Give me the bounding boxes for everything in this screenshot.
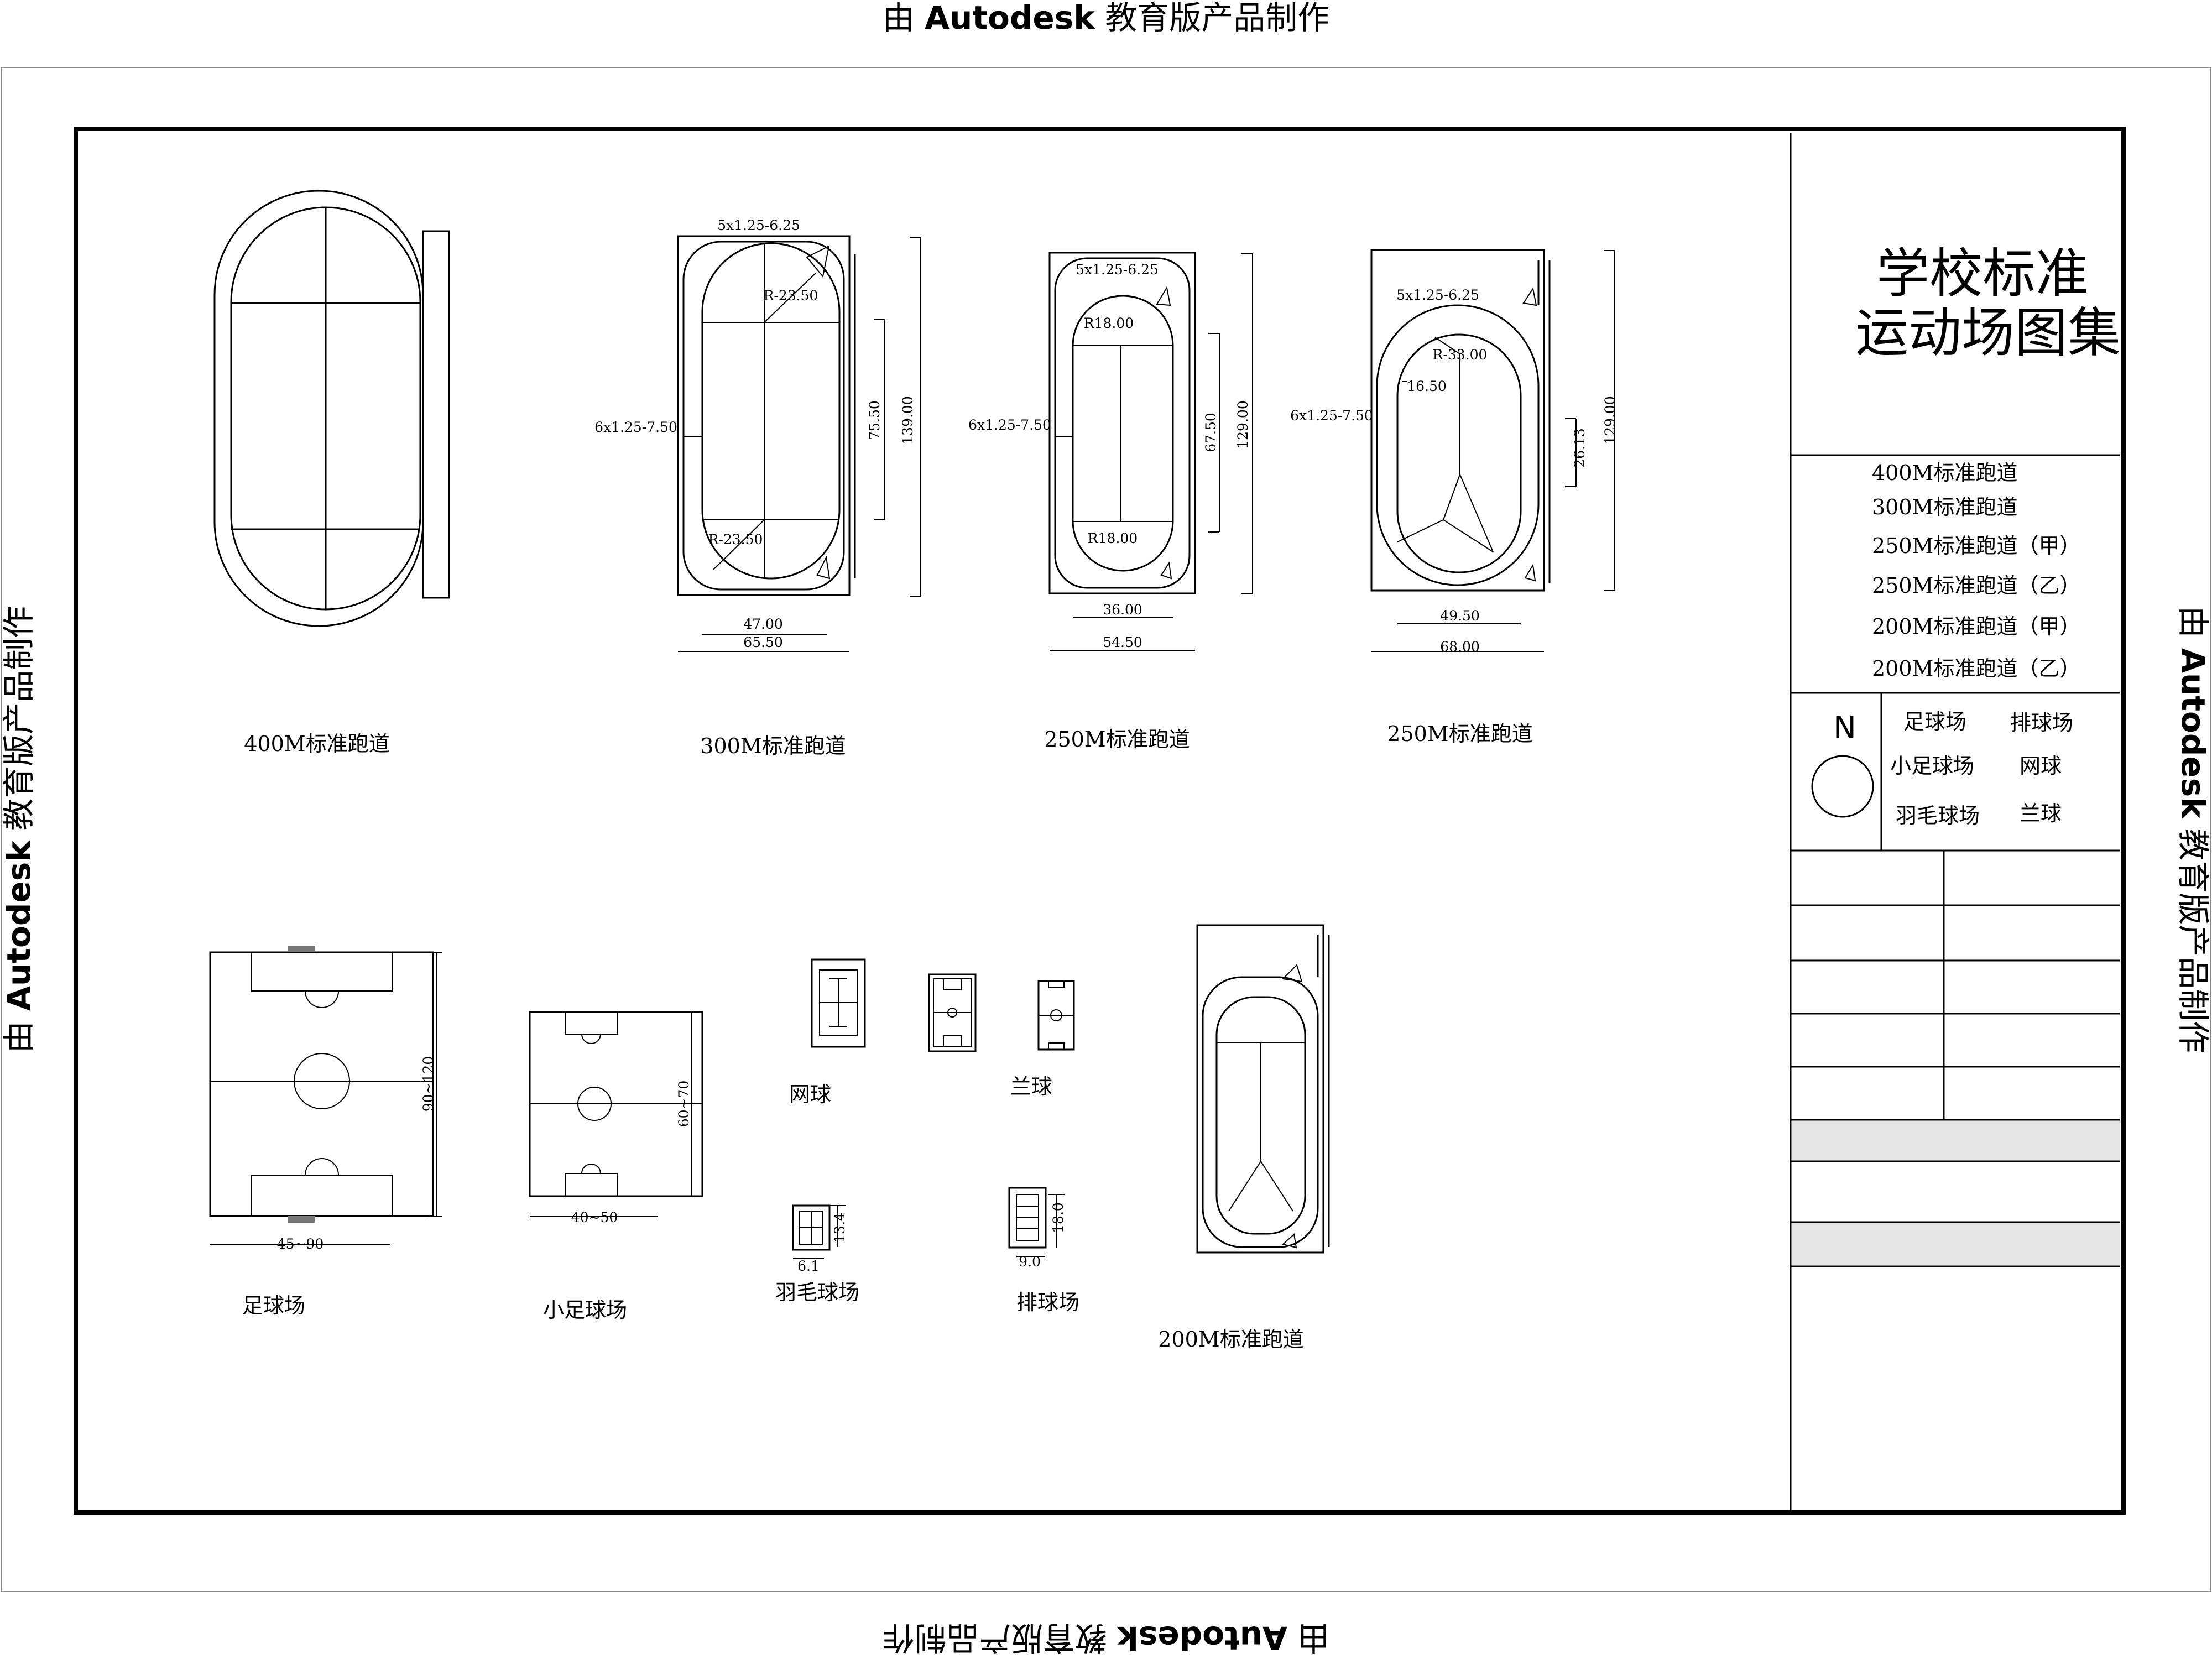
- watermark-right-prefix: 由: [2174, 606, 2212, 638]
- svg-text:由 Autodesk 教育版产品制作: 由 Autodesk 教育版产品制作: [0, 606, 38, 1053]
- track-200m: 200M标准跑道: [1158, 924, 1330, 1352]
- watermark-left: 由 Autodesk 教育版产品制作: [0, 606, 38, 1053]
- track-250m-a-dim: 6x1.25-7.50: [968, 417, 1051, 433]
- track-300m-dim: 6x1.25-7.50: [594, 419, 677, 435]
- track-250m-b-label: 250M标准跑道: [1387, 722, 1532, 746]
- watermark-bottom-suffix: 教育版产品制作: [883, 1619, 1107, 1657]
- title-block: 学校标准 运动场图集 400M标准跑道 300M标准跑道 250M标准跑道（甲）…: [1790, 133, 2121, 1511]
- track-300m-dim: 139.00: [900, 396, 916, 444]
- court-item: 小足球场: [1890, 754, 1974, 778]
- track-250m-a-dim: R18.00: [1088, 530, 1138, 546]
- football-field: 90~120 45~90 足球场: [209, 946, 442, 1318]
- svg-text:由 Autodesk 教育版产品制作: 由 Autodesk 教育版产品制作: [2174, 606, 2212, 1053]
- watermark-left-brand: Autodesk: [0, 840, 38, 1011]
- track-300m-dim: R-23.50: [708, 531, 763, 547]
- track-250m-a-dim: 36.00: [1103, 602, 1142, 618]
- court-item: 足球场: [1903, 709, 1966, 734]
- badminton-label: 羽毛球场: [775, 1280, 859, 1305]
- watermark-left-suffix: 教育版产品制作: [0, 606, 38, 831]
- watermark-top: 由 Autodesk 教育版产品制作: [883, 0, 1330, 36]
- track-300m-dim: 65.50: [743, 634, 783, 650]
- basketball-label: 兰球: [1010, 1074, 1052, 1099]
- track-300m-dim: R-23.50: [764, 288, 818, 304]
- track-300m-dim: 5x1.25-6.25: [717, 217, 800, 233]
- svg-text:由 Autodesk 教育版产品制作: 由 Autodesk 教育版产品制作: [883, 0, 1330, 36]
- track-300m-label: 300M标准跑道: [700, 734, 846, 758]
- small-football-dim-length: 60~70: [676, 1081, 692, 1128]
- index-list: 400M标准跑道 300M标准跑道 250M标准跑道（甲） 250M标准跑道（乙…: [1872, 461, 2080, 681]
- tennis-label: 网球: [789, 1082, 831, 1107]
- inner-border: [74, 127, 2126, 1515]
- index-item: 200M标准跑道（甲）: [1872, 614, 2080, 639]
- court-item: 羽毛球场: [1896, 804, 1980, 828]
- track-250m-b-dim: 68.00: [1440, 639, 1480, 655]
- track-400m-label: 400M标准跑道: [244, 732, 389, 756]
- track-250m-b-dim: 6x1.25-7.50: [1290, 408, 1373, 424]
- watermark-right: 由 Autodesk 教育版产品制作: [2174, 606, 2212, 1053]
- track-250m-a: 5x1.25-6.25 R18.00 6x1.25-7.50 R18.00 67…: [968, 252, 1253, 752]
- court-item: 兰球: [2020, 801, 2062, 826]
- track-250m-b-dim: 26.13: [1572, 428, 1588, 468]
- track-250m-a-dim: 129.00: [1235, 400, 1251, 448]
- track-250m-b-dim: R-33.00: [1433, 347, 1488, 363]
- title-line1: 学校标准: [1876, 243, 2089, 305]
- volleyball-court: 18.0 9.0 排球场: [1008, 1187, 1079, 1314]
- badminton-dim-width: 6.1: [797, 1258, 820, 1274]
- watermark-top-prefix: 由: [883, 0, 915, 36]
- index-item: 400M标准跑道: [1872, 461, 2017, 485]
- football-dim-length: 90~120: [420, 1056, 436, 1112]
- north-arrow-icon: [1811, 755, 1874, 818]
- watermark-bottom: 由 Autodesk 教育版产品制作: [883, 1619, 1330, 1657]
- court-item: 排球场: [2010, 711, 2073, 735]
- track-250m-a-dim: R18.00: [1084, 315, 1134, 331]
- track-250m-a-dim: 54.50: [1103, 634, 1142, 650]
- hatch-band: [1792, 1121, 2120, 1161]
- watermark-top-brand: Autodesk: [925, 0, 1095, 36]
- volleyball-dim-length: 18.0: [1050, 1202, 1066, 1233]
- title-line2: 运动场图集: [1855, 302, 2121, 364]
- track-250m-b-dim: 5x1.25-6.25: [1396, 287, 1479, 303]
- track-300m: 5x1.25-6.25 R-23.50 6x1.25-7.50 R-23.50 …: [594, 217, 921, 758]
- watermark-bottom-prefix: 由: [1297, 1619, 1329, 1657]
- north-label: N: [1833, 710, 1856, 746]
- small-football-label: 小足球场: [543, 1298, 627, 1322]
- badminton-dim-length: 13.4: [832, 1212, 848, 1243]
- index-item: 300M标准跑道: [1872, 495, 2017, 519]
- tennis-court: 网球: [789, 958, 866, 1107]
- svg-text:由 Autodesk 教育版产品制作: 由 Autodesk 教育版产品制作: [883, 1619, 1330, 1657]
- volleyball-dim-width: 9.0: [1019, 1254, 1041, 1270]
- track-250m-a-dim: 67.50: [1203, 413, 1219, 452]
- volleyball-label: 排球场: [1016, 1290, 1079, 1314]
- track-250m-b-dim: 49.50: [1440, 608, 1480, 624]
- track-250m-b-dim: 129.00: [1602, 396, 1618, 444]
- basketball-court: 兰球: [928, 973, 1052, 1099]
- watermark-right-suffix: 教育版产品制作: [2174, 828, 2212, 1053]
- track-400m: 400M标准跑道: [213, 190, 450, 756]
- track-250m-b-dim: 16.50: [1407, 378, 1447, 394]
- badminton-court: 13.4 6.1 羽毛球场: [775, 1204, 859, 1305]
- index-item: 250M标准跑道（甲）: [1872, 534, 2080, 558]
- track-250m-b: 5x1.25-6.25 R-33.00 16.50 6x1.25-7.50 26…: [1290, 249, 1618, 746]
- track-250m-a-label: 250M标准跑道: [1044, 727, 1190, 752]
- index-item: 200M标准跑道（乙）: [1872, 656, 2080, 681]
- court-item: 网球: [2020, 754, 2062, 778]
- track-300m-dim: 75.50: [867, 400, 883, 440]
- outer-frame: [1, 67, 2211, 1592]
- hatch-band: [1792, 1223, 2120, 1265]
- track-250m-a-dim: 5x1.25-6.25: [1076, 262, 1159, 278]
- track-200m-label: 200M标准跑道: [1158, 1327, 1303, 1352]
- watermark-left-prefix: 由: [0, 1021, 38, 1053]
- football-label: 足球场: [242, 1293, 305, 1318]
- watermark-right-brand: Autodesk: [2174, 648, 2212, 819]
- index-item: 250M标准跑道（乙）: [1872, 573, 2080, 598]
- volleyball-mini-court: [1037, 980, 1075, 1051]
- watermark-bottom-brand: Autodesk: [1117, 1619, 1287, 1657]
- watermark-top-suffix: 教育版产品制作: [1105, 0, 1329, 36]
- football-dim-width: 45~90: [277, 1236, 324, 1252]
- track-300m-dim: 47.00: [743, 616, 783, 632]
- small-football-field: 60~70 40~50 小足球场: [529, 1011, 703, 1322]
- small-football-dim-width: 40~50: [571, 1209, 618, 1225]
